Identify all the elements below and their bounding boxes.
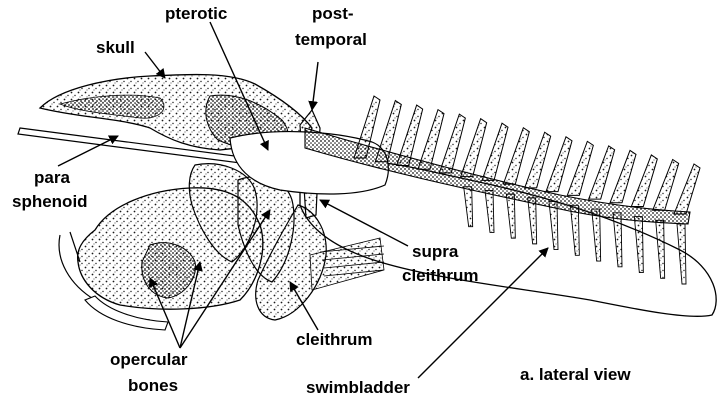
- neural-spine: [461, 119, 487, 177]
- neural-spine: [375, 101, 401, 162]
- neural-spine: [546, 137, 572, 192]
- neural-spine: [567, 141, 593, 195]
- swimbladder-label: swimbladder: [306, 378, 410, 398]
- pterotic-label: pterotic: [165, 4, 227, 24]
- supra-cleithrum-label-line-2: cleithrum: [402, 266, 479, 286]
- skull-label: skull: [96, 38, 135, 58]
- view-caption: a. lateral view: [520, 365, 631, 385]
- para-sphenoid-label-line-1: para: [34, 168, 70, 188]
- supra-cleithrum-label-line-1: supra: [412, 242, 458, 262]
- neural-spine: [482, 123, 508, 180]
- neural-spine: [631, 155, 657, 207]
- post-temporal-label-line-1: post-: [312, 4, 354, 24]
- opercular-bones-label-line-1: opercular: [110, 350, 187, 370]
- neural-spine: [674, 164, 700, 214]
- neural-spine: [589, 146, 615, 199]
- neural-spine: [503, 128, 529, 184]
- opercular-bones-label-line-2: bones: [128, 376, 178, 396]
- neural-spine: [397, 105, 423, 165]
- cleithrum-label: cleithrum: [296, 330, 373, 350]
- neural-spine: [653, 159, 679, 210]
- neural-spine: [439, 114, 465, 173]
- post-temporal-label-line-2: temporal: [295, 30, 367, 50]
- neural-spine: [610, 150, 636, 202]
- neural-spine: [525, 132, 551, 188]
- para-sphenoid-label-line-2: sphenoid: [12, 192, 88, 212]
- neural-spine: [418, 110, 444, 170]
